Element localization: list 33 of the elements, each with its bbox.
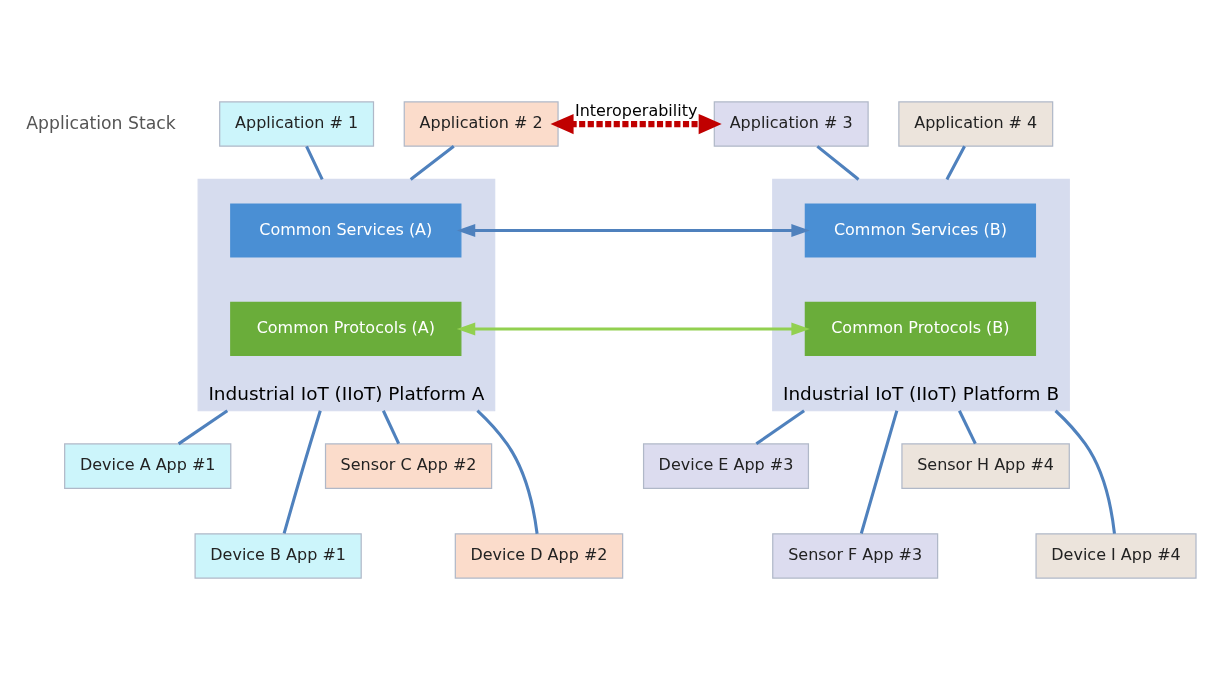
node-box: Sensor C App #2 — [324, 443, 493, 489]
node-box: Common Services (A) — [230, 203, 462, 258]
edge-label: Interoperability — [574, 100, 698, 120]
node-box: Sensor F App #3 — [772, 533, 939, 579]
arrow — [456, 322, 810, 336]
node-box: Application # 1 — [219, 101, 375, 147]
node-box: Application # 4 — [898, 101, 1054, 147]
node-box: Application # 3 — [713, 101, 869, 147]
connector — [816, 145, 860, 181]
arrow — [550, 113, 722, 135]
connector — [177, 409, 229, 446]
node-box: Device A App #1 — [64, 443, 232, 489]
node-box: Common Services (B) — [804, 203, 1037, 258]
node-box: Sensor H App #4 — [901, 443, 1070, 489]
connector — [755, 409, 805, 446]
connector — [859, 410, 899, 534]
connector — [1054, 409, 1116, 534]
arrow — [456, 224, 810, 237]
connector — [945, 145, 966, 181]
connector — [282, 410, 322, 534]
node-box: Device E App #3 — [642, 443, 810, 489]
connector — [409, 145, 455, 181]
node-box: Common Protocols (B) — [804, 301, 1037, 356]
node-box: Device B App #1 — [194, 533, 362, 579]
label: Application Stack — [26, 112, 176, 133]
node-box: Common Protocols (A) — [230, 301, 462, 356]
connector — [305, 145, 324, 181]
node-box: Device D App #2 — [454, 533, 624, 579]
node-box: Device I App #4 — [1035, 533, 1197, 579]
connector — [381, 410, 401, 445]
connector — [958, 410, 977, 445]
node-box: Application # 2 — [403, 101, 559, 147]
connector — [476, 409, 539, 534]
